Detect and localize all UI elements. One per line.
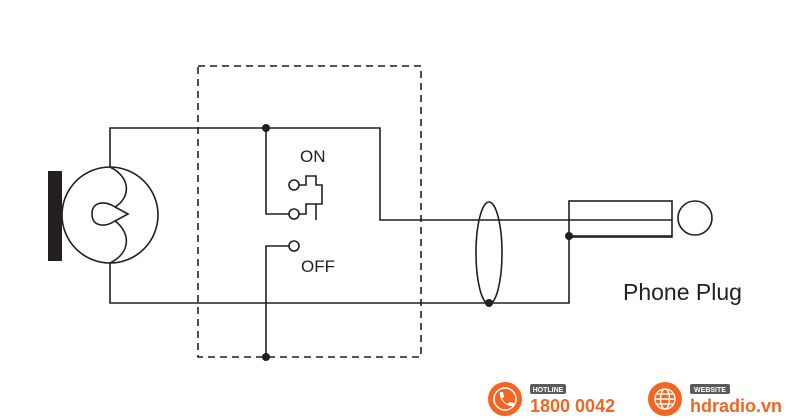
website-badge[interactable]: WEBSITE hdradio.vn — [648, 382, 782, 416]
website-url[interactable]: hdradio.vn — [690, 396, 782, 416]
switch-enclosure — [197, 65, 422, 358]
ground-wire-bottom — [109, 235, 672, 304]
switch-branch-wire — [265, 128, 289, 215]
cable-shield — [475, 201, 503, 305]
on-switch — [288, 175, 323, 220]
hotline-number[interactable]: 1800 0042 — [530, 396, 615, 416]
globe-icon — [654, 388, 676, 410]
phone-plug-icon — [565, 200, 713, 240]
junction-dot — [485, 299, 493, 307]
phone-plug-label: Phone Plug — [623, 279, 742, 305]
signal-wire-top — [109, 127, 672, 221]
phone-icon — [499, 392, 514, 407]
off-switch — [262, 240, 300, 361]
on-label: ON — [300, 147, 326, 166]
hotline-badge[interactable]: HOTLINE 1800 0042 — [488, 382, 615, 416]
off-label: OFF — [301, 257, 335, 276]
junction-dot — [262, 124, 270, 132]
website-tag: WEBSITE — [694, 387, 726, 394]
hotline-tag: HOTLINE — [533, 387, 564, 394]
microphone-icon — [48, 166, 159, 264]
